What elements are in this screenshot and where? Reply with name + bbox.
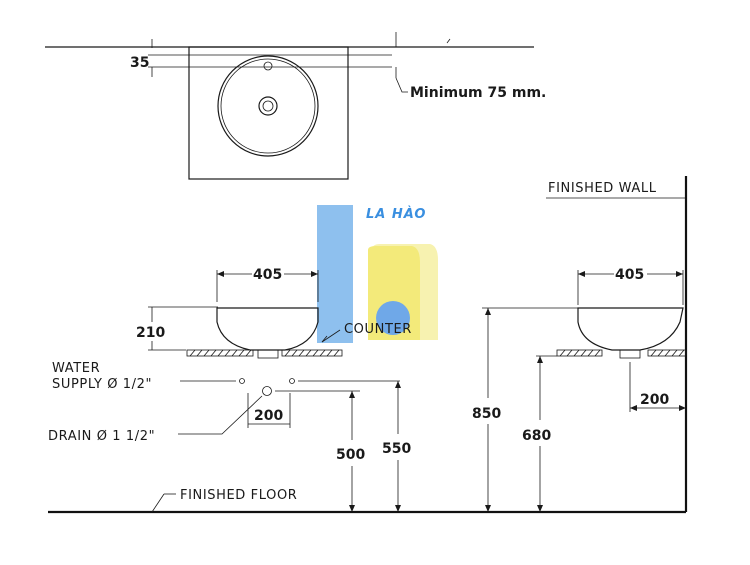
finished-floor-label: FINISHED FLOOR [180,488,297,503]
watermark-logo: LA HÀO [317,205,438,343]
dim-drain-offset-side: 200 [640,392,669,408]
side-basin [577,307,684,351]
dim-basin-width-front: 405 [253,267,282,283]
side-view: FINISHED WALL 405 850 680 [472,176,688,512]
top-view-basin [188,46,349,180]
watermark-blue-circle [376,301,410,335]
counter-side [556,349,687,357]
front-view: 405 210 COUNTER WATER SUPPLY Ø 1/2" 200 [48,267,412,512]
dim-drain-height: 500 [336,447,365,463]
supply-point-left [239,378,245,384]
dim-supply-height: 550 [382,441,411,457]
dim-basin-height: 210 [136,325,165,341]
drain-point [262,386,272,396]
floor: FINISHED FLOOR [48,488,686,514]
basin-bowl-outer [217,55,319,157]
minimum-label: Minimum 75 mm. [410,85,546,101]
watermark-blue-bar [317,205,353,343]
dim-top-offset: 35 [130,55,149,71]
dim-counter-height: 850 [472,406,501,422]
dim-basin-width-side: 405 [615,267,644,283]
overflow-hole [263,61,273,71]
drain-label: DRAIN Ø 1 1/2" [48,429,155,444]
counter-front [186,349,343,357]
side-drain-outlet [619,349,641,359]
front-drain-outlet [257,349,279,359]
counter-label: COUNTER [344,322,412,337]
top-view: 35 Minimum 75 mm. [45,32,546,180]
finished-wall-label: FINISHED WALL [548,181,657,196]
supply-point-right [289,378,295,384]
dim-pipe-spacing: 200 [254,408,283,424]
watermark-text: LA HÀO [366,206,426,222]
dim-under-counter-height: 680 [522,428,551,444]
water-supply-label-2: SUPPLY Ø 1/2" [52,377,152,392]
basin-drain-top [258,96,278,116]
front-basin [216,307,319,351]
water-supply-label-1: WATER [52,361,100,376]
